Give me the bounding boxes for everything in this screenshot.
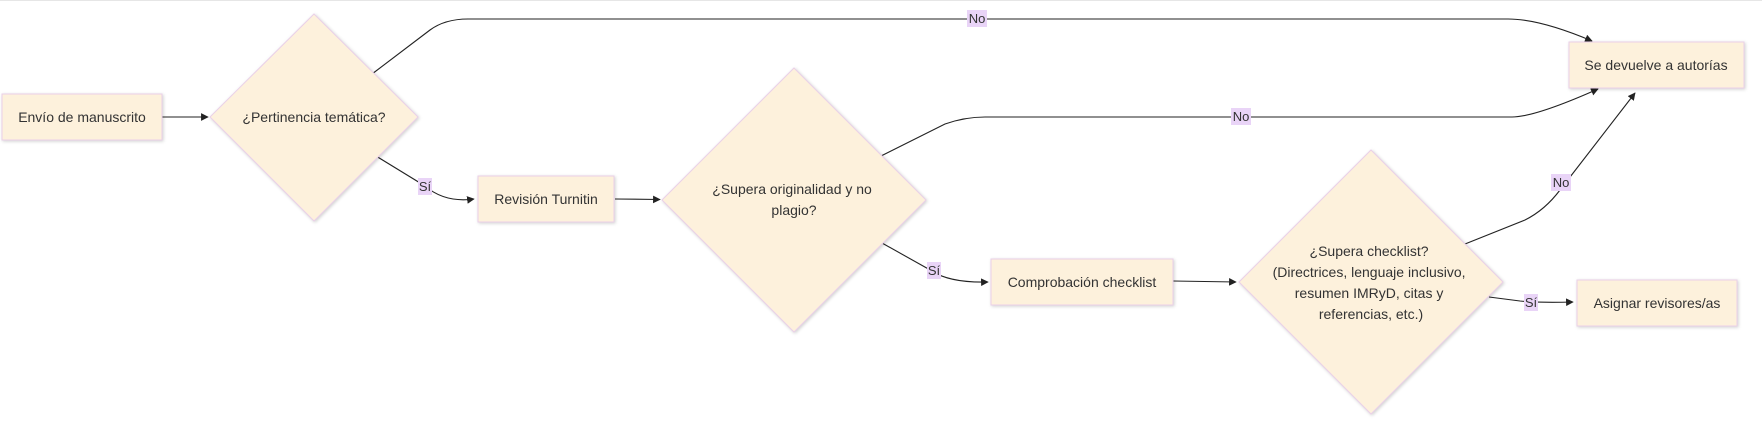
node-checklist-q-line-2: (Directrices, lenguaje inclusivo,: [1273, 264, 1466, 280]
edge-label-no-1: No: [969, 11, 986, 26]
node-asignar[interactable]: Asignar revisores/as: [1576, 279, 1738, 327]
node-checklist-q-shape: [1238, 149, 1504, 415]
edge-label-si-3: Sí: [1525, 295, 1538, 310]
node-checklist-q-line-3: resumen IMRyD, citas y: [1295, 285, 1444, 301]
node-checklist-check[interactable]: Comprobación checklist: [990, 258, 1174, 306]
edge-checklist-no-to-devuelve: [1464, 92, 1636, 245]
node-turnitin[interactable]: Revisión Turnitin: [477, 175, 615, 223]
edge-labels: No Sí No Sí No Sí: [418, 10, 1571, 311]
node-originalidad[interactable]: ¿Supera originalidad y no plagio?: [661, 67, 927, 333]
node-checklist-check-label: Comprobación checklist: [1008, 274, 1157, 290]
node-devuelve-label: Se devuelve a autorías: [1584, 57, 1727, 73]
node-pertinencia-shape: [209, 13, 419, 222]
edge-label-si-2: Sí: [928, 263, 941, 278]
node-originalidad-line-1: ¿Supera originalidad y no: [712, 181, 872, 197]
node-checklist-q[interactable]: ¿Supera checklist? (Directrices, lenguaj…: [1238, 149, 1504, 415]
edge-label-bg: [1551, 174, 1571, 191]
node-pertinencia[interactable]: ¿Pertinencia temática?: [209, 13, 419, 222]
node-envio[interactable]: Envío de manuscrito: [1, 93, 163, 141]
node-pertinencia-label: ¿Pertinencia temática?: [242, 109, 385, 125]
node-devuelve-box: [1568, 41, 1745, 89]
node-checklist-q-line-4: referencias, etc.): [1319, 306, 1423, 322]
edge-turnitin-to-originalidad: [614, 195, 661, 204]
edge-checklist-si-to-asignar: [1488, 296, 1574, 307]
node-checklist-check-box: [990, 258, 1174, 306]
edge-originalidad-no-to-devuelve: [880, 88, 1599, 157]
node-turnitin-label: Revisión Turnitin: [494, 191, 598, 207]
node-turnitin-box: [477, 175, 615, 223]
edge-label-bg: [1524, 294, 1538, 311]
node-originalidad-line-2: plagio?: [771, 202, 816, 218]
edge-label-bg: [927, 262, 941, 279]
edge-label-bg: [418, 178, 432, 195]
node-asignar-label: Asignar revisores/as: [1594, 295, 1721, 311]
edge-label-no-3: No: [1553, 175, 1570, 190]
edge-label-bg: [967, 10, 987, 27]
node-checklist-q-line-1: ¿Supera checklist?: [1310, 243, 1429, 259]
node-originalidad-shape: [661, 67, 927, 333]
node-checklist-q-label: ¿Supera checklist? (Directrices, lenguaj…: [1273, 243, 1470, 322]
node-originalidad-label: ¿Supera originalidad y no plagio?: [712, 181, 875, 218]
edge-label-bg: [1231, 108, 1251, 125]
node-envio-label: Envío de manuscrito: [18, 109, 146, 125]
node-asignar-box: [1576, 279, 1738, 327]
edge-label-si-1: Sí: [419, 179, 432, 194]
edge-label-no-2: No: [1233, 109, 1250, 124]
edge-pertinencia-no-to-devuelve: [371, 18, 1593, 75]
node-envio-box: [1, 93, 163, 141]
edge-checklist-check-to-checklist-q: [1172, 278, 1237, 286]
node-devuelve[interactable]: Se devuelve a autorías: [1568, 41, 1745, 89]
